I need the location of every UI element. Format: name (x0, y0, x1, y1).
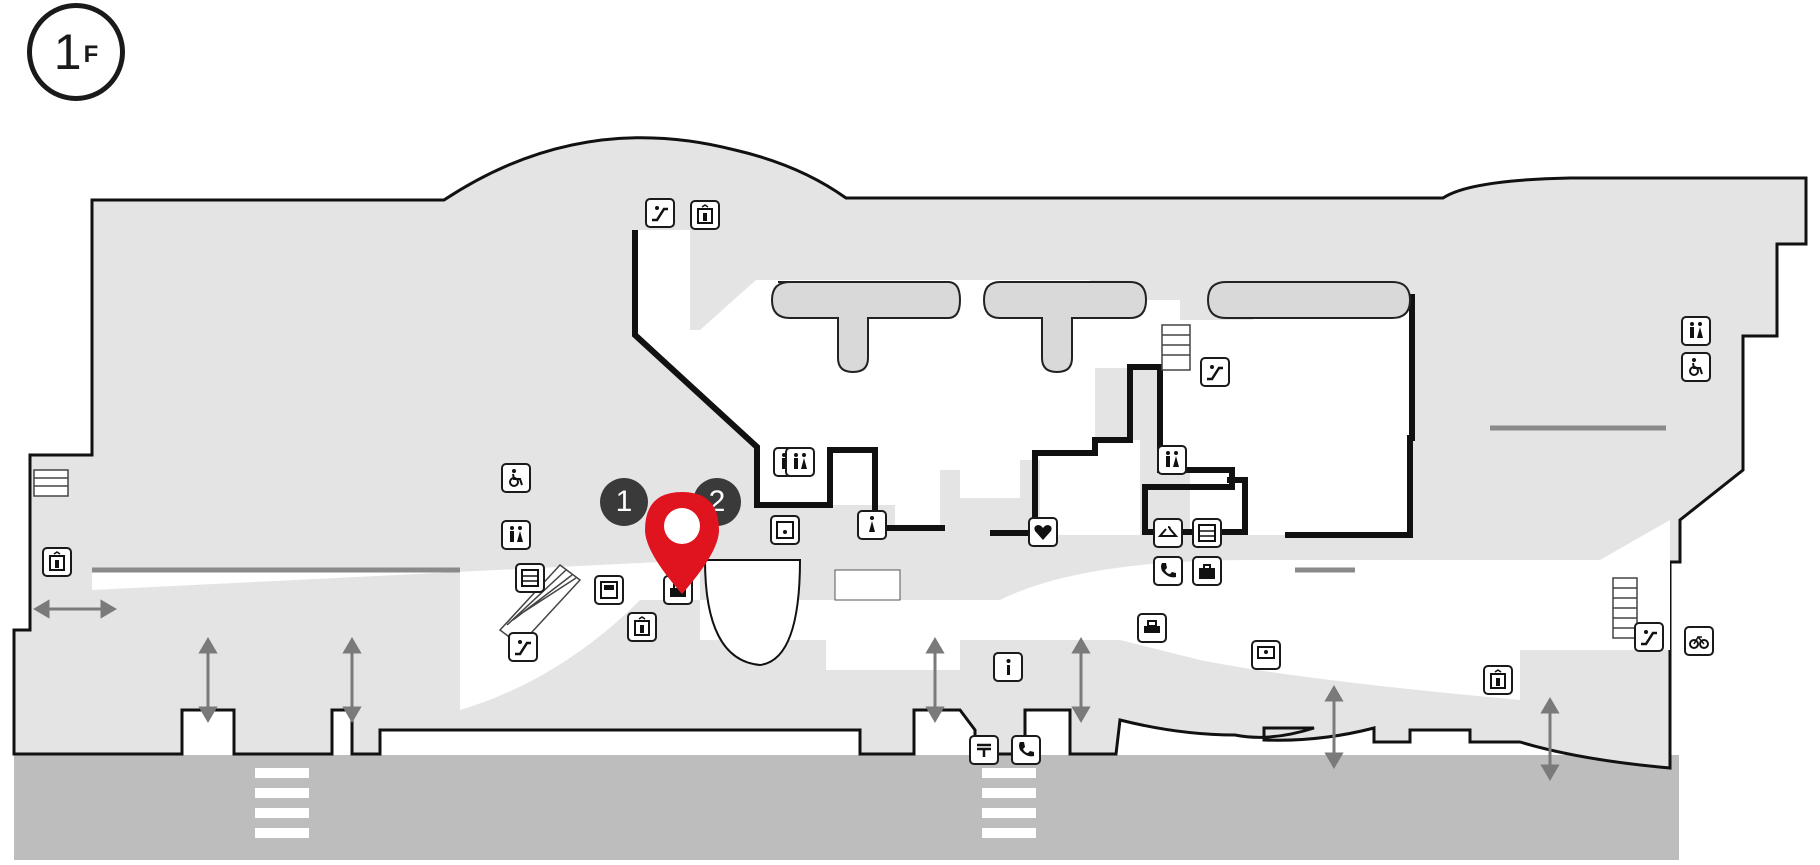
restroom-icon[interactable] (501, 520, 531, 550)
atm-icon[interactable] (594, 575, 624, 605)
locker-icon[interactable] (1192, 518, 1222, 548)
lost-and-found-icon[interactable] (1251, 640, 1281, 670)
cloakroom-icon[interactable] (1153, 518, 1183, 548)
floor-indicator: 1 F (27, 3, 125, 101)
restroom-icon[interactable] (785, 447, 815, 477)
exit-arrows (33, 599, 1560, 781)
platform-island-3 (1206, 281, 1412, 319)
current-location-pin-icon (645, 492, 719, 594)
platform-wall (632, 230, 945, 531)
platform-island-1 (770, 281, 962, 374)
floor-letter: F (83, 41, 99, 68)
restroom-icon[interactable] (1681, 316, 1711, 346)
escalator-icon[interactable] (645, 198, 675, 228)
ramp (703, 559, 802, 667)
atm-icon[interactable] (770, 515, 800, 545)
elevator-icon[interactable] (42, 547, 72, 577)
crosswalk-left (255, 768, 309, 838)
locker-icon[interactable] (515, 563, 545, 593)
aed-icon[interactable] (1028, 517, 1058, 547)
accessible-restroom-icon[interactable] (501, 463, 531, 493)
escalator-bank-center (1161, 324, 1191, 371)
crosswalk-center (982, 768, 1036, 838)
information-icon[interactable] (993, 652, 1023, 682)
platform-wall-right (1285, 294, 1415, 538)
payphone-icon[interactable] (1153, 556, 1183, 586)
escalator-icon[interactable] (1634, 622, 1664, 652)
restroom-icon[interactable] (857, 510, 887, 540)
mailbox-icon[interactable] (969, 735, 999, 765)
payphone-icon[interactable] (1011, 735, 1041, 765)
stairs (834, 569, 901, 601)
platform-marker-1[interactable]: 1 (600, 478, 648, 526)
restroom-icon[interactable] (1157, 445, 1187, 475)
escalator-icon[interactable] (508, 632, 538, 662)
bicycle-parking-icon[interactable] (1684, 626, 1714, 656)
accessible-restroom-icon[interactable] (1681, 352, 1711, 382)
elevator-icon[interactable] (690, 200, 720, 230)
elevator-icon[interactable] (627, 612, 657, 642)
escalator-bank-right (1612, 577, 1638, 639)
taxi-icon[interactable] (1137, 613, 1167, 643)
baggage-icon[interactable] (1192, 556, 1222, 586)
stairs-west (33, 469, 69, 497)
platform-island-2 (982, 281, 1148, 374)
elevator-icon[interactable] (1483, 665, 1513, 695)
escalator-icon[interactable] (1200, 357, 1230, 387)
floor-number: 1 (53, 24, 82, 80)
